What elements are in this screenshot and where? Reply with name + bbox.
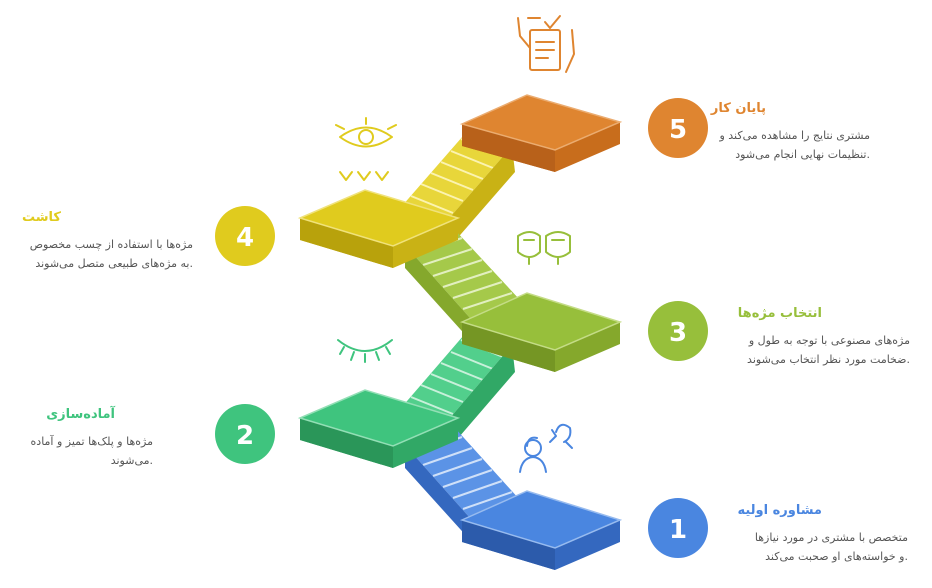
- platform-2: [297, 389, 461, 468]
- step-3-desc-line-2: .ضخامت مورد نظر انتخاب می‌شوند: [747, 353, 910, 366]
- step-5-description: مشتری نتایج را مشاهده می‌کند و .تنظیمات …: [700, 126, 870, 164]
- consultation-people-icon: [519, 423, 573, 473]
- step-2-desc-line-1: مژه‌ها و پلک‌ها تمیز و آماده: [30, 435, 153, 448]
- step-2-description: مژه‌ها و پلک‌ها تمیز و آماده .می‌شوند: [15, 432, 153, 470]
- step-3-text: انتخاب مژه‌ها مژه‌های مصنوعی با توجه به …: [700, 306, 910, 369]
- step-badge-2: 2: [215, 404, 275, 464]
- step-2-text: آماده‌سازی مژه‌ها و پلک‌ها تمیز و آماده …: [15, 407, 153, 470]
- step-1-text: مشاوره اولیه متخصص با مشتری در مورد نیاز…: [700, 503, 908, 566]
- step-3-description: مژه‌های مصنوعی با توجه به طول و .ضخامت م…: [700, 331, 910, 369]
- eye-lash-application-icon: [335, 117, 397, 181]
- platform-3: [459, 292, 623, 372]
- step-5-title: پایان کار: [710, 101, 766, 116]
- step-4-title: کاشت: [22, 210, 61, 225]
- stairs-1-to-2: [405, 428, 520, 540]
- platform-5: [459, 94, 623, 172]
- step-badge-1: 1: [648, 498, 708, 558]
- step-3-title: انتخاب مژه‌ها: [737, 306, 822, 321]
- step-1-description: متخصص با مشتری در مورد نیازها .و خواسته‌…: [700, 528, 908, 566]
- svg-text:1: 1: [669, 515, 687, 545]
- step-2-title: آماده‌سازی: [46, 407, 115, 422]
- lash-selection-icon: [517, 231, 571, 265]
- step-1-title: مشاوره اولیه: [737, 503, 822, 518]
- step-2-desc-line-2: .می‌شوند: [110, 454, 153, 467]
- svg-text:5: 5: [669, 115, 687, 145]
- step-5-text: پایان کار مشتری نتایج را مشاهده می‌کند و…: [700, 101, 870, 164]
- step-4-desc-line-1: مژه‌ها با استفاده از چسب مخصوص: [29, 238, 193, 251]
- platform-4: [297, 189, 461, 268]
- stairs-3-to-4: [405, 230, 520, 340]
- checklist-hands-icon: [517, 15, 575, 73]
- step-badge-5: 5: [648, 98, 708, 158]
- step-3-desc-line-1: مژه‌های مصنوعی با توجه به طول و: [748, 334, 910, 347]
- svg-text:3: 3: [669, 318, 687, 348]
- step-1-desc-line-2: .و خواسته‌های او صحبت می‌کند: [765, 550, 908, 563]
- step-badge-4: 4: [215, 206, 275, 266]
- svg-text:2: 2: [236, 421, 254, 451]
- step-5-desc-line-1: مشتری نتایج را مشاهده می‌کند و: [719, 129, 870, 142]
- svg-text:4: 4: [236, 223, 254, 253]
- step-1-desc-line-1: متخصص با مشتری در مورد نیازها: [754, 531, 908, 544]
- step-4-text: کاشت مژه‌ها با استفاده از چسب مخصوص .به …: [15, 210, 193, 273]
- step-5-desc-line-2: .تنظیمات نهایی انجام می‌شود: [735, 148, 870, 161]
- platform-1: [459, 490, 623, 570]
- step-4-desc-line-2: .به مژه‌های طبیعی متصل می‌شوند: [35, 257, 193, 270]
- closed-eye-icon: [337, 339, 393, 363]
- step-4-description: مژه‌ها با استفاده از چسب مخصوص .به مژه‌ه…: [15, 235, 193, 273]
- step-badge-3: 3: [648, 301, 708, 361]
